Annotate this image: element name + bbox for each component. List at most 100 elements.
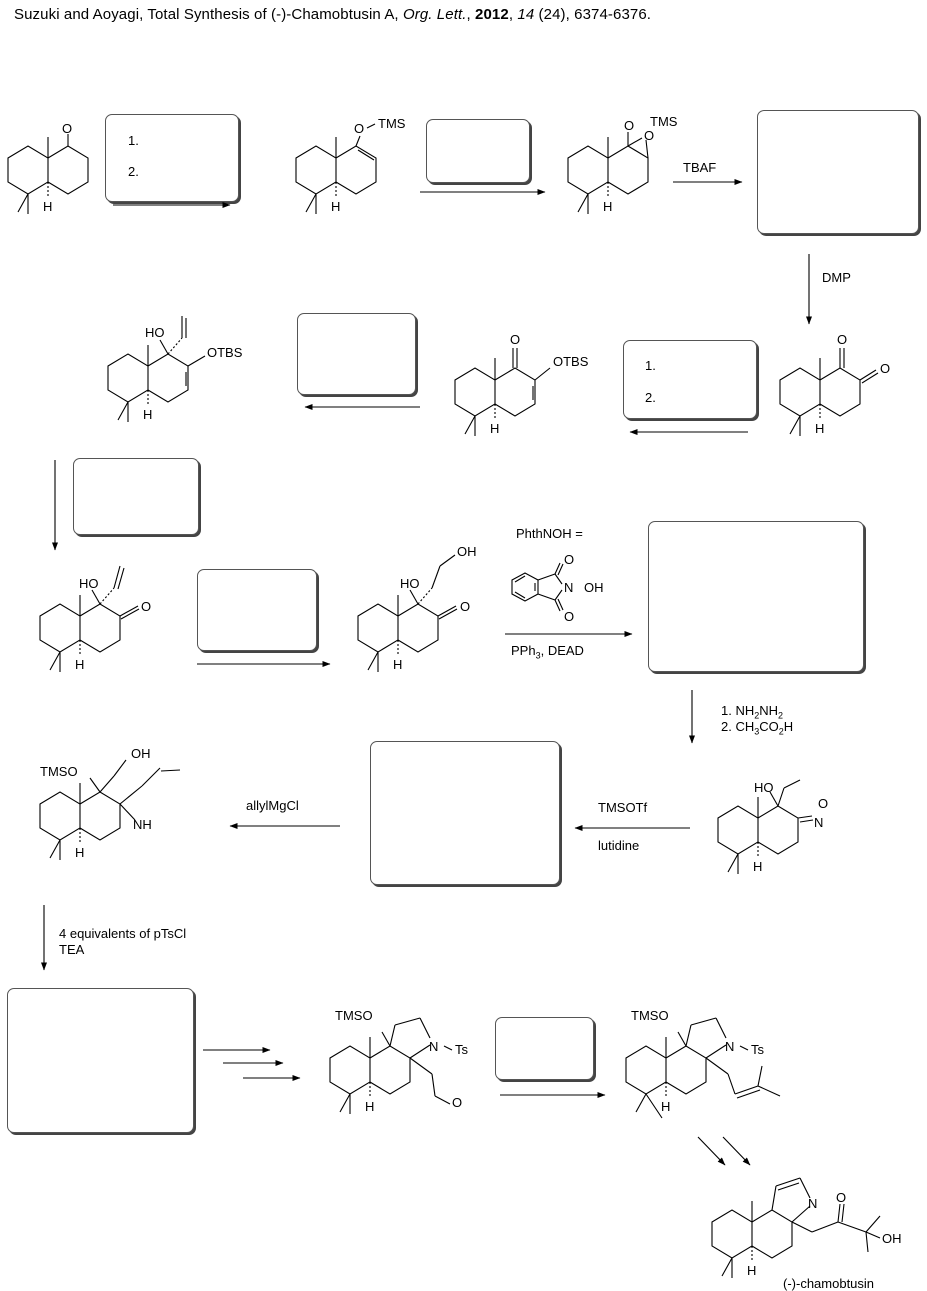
- svg-text:O: O: [452, 1095, 462, 1110]
- structure-7-vinyl-ketone: HO O H: [39, 565, 151, 672]
- answer-box-6[interactable]: [73, 458, 199, 535]
- answer-box-10[interactable]: [7, 988, 194, 1133]
- svg-text:O: O: [354, 121, 364, 136]
- answer-box-8[interactable]: [648, 521, 864, 672]
- structure-6-vinyl-otbs: HO OTBS H: [107, 316, 243, 422]
- svg-text:OH: OH: [584, 580, 604, 595]
- svg-text:H: H: [490, 421, 499, 436]
- svg-text:OH: OH: [457, 544, 477, 559]
- svg-text:Ts: Ts: [751, 1042, 765, 1057]
- svg-text:H: H: [43, 199, 52, 214]
- answer-box-7[interactable]: [197, 569, 317, 651]
- reagent-h: H: [783, 719, 794, 734]
- structure-1-decalone: O H: [7, 121, 89, 214]
- svg-text:H: H: [747, 1263, 756, 1278]
- arrow-16b: [722, 1136, 751, 1166]
- citation-header: Suzuki and Aoyagi, Total Synthesis of (-…: [14, 6, 652, 23]
- structure-8-hydroxyethyl-ketone: HO OH O H: [357, 544, 477, 672]
- svg-text:O: O: [62, 121, 72, 136]
- svg-text:HO: HO: [79, 576, 99, 591]
- svg-text:TMSO: TMSO: [631, 1008, 669, 1023]
- answer-box-5[interactable]: [623, 340, 757, 419]
- svg-text:N: N: [725, 1039, 734, 1054]
- svg-text:HO: HO: [145, 325, 165, 340]
- reagent-dead: , DEAD: [540, 643, 584, 658]
- citation-journal: Org. Lett.: [402, 6, 467, 23]
- svg-text:H: H: [143, 407, 152, 422]
- svg-text:O: O: [460, 599, 470, 614]
- reagent-pph3-sub: 3: [535, 650, 541, 661]
- reagent-acetic-acid: 2. CH3CO2H: [721, 719, 793, 737]
- svg-text:TMS: TMS: [650, 114, 678, 129]
- svg-text:O: O: [141, 599, 151, 614]
- svg-text:O: O: [564, 609, 574, 624]
- svg-text:O: O: [837, 332, 847, 347]
- citation-pages: (24), 6374-6376.: [538, 6, 652, 23]
- answer-box-9[interactable]: [370, 741, 560, 885]
- reaction-arrows: [41, 179, 812, 1166]
- svg-text:O: O: [644, 128, 654, 143]
- structure-3-epoxide: O O TMS H: [567, 114, 678, 214]
- svg-text:O: O: [880, 361, 890, 376]
- reagent-ch: 2. CH: [721, 719, 755, 734]
- reagent-allylmgcl: allylMgCl: [246, 798, 299, 813]
- structure-12-prenyl: TMSO N Ts H: [625, 1008, 781, 1119]
- answer-box-3[interactable]: [757, 110, 919, 234]
- reagent-ptscl: 4 equivalents of pTsCl: [59, 926, 187, 941]
- svg-text:OH: OH: [131, 746, 151, 761]
- svg-text:HO: HO: [400, 576, 420, 591]
- svg-text:NH: NH: [133, 817, 152, 832]
- structure-11-aldehyde: TMSO N Ts O H: [329, 1008, 469, 1114]
- svg-text:H: H: [331, 199, 340, 214]
- citation-authors: Suzuki and Aoyagi, Total Synthesis of (-…: [14, 6, 399, 23]
- box1-step2-label: 2.: [128, 164, 139, 179]
- svg-text:O: O: [510, 332, 520, 347]
- structure-4-diketone: O O H: [779, 332, 890, 436]
- reagent-tbaf: TBAF: [683, 160, 717, 175]
- box1-step1-label: 1.: [128, 133, 139, 148]
- reagent-pph3-dead: PPh3, DEAD: [511, 643, 584, 661]
- svg-text:OH: OH: [882, 1231, 902, 1246]
- svg-text:HO: HO: [754, 780, 774, 795]
- svg-text:N: N: [814, 815, 823, 830]
- answer-box-4[interactable]: [297, 313, 416, 395]
- svg-text:N: N: [808, 1196, 817, 1211]
- structure-9-isoxazoline: HO O N H: [717, 779, 828, 874]
- svg-text:H: H: [365, 1099, 374, 1114]
- box8-step2-label: 2.: [645, 390, 656, 405]
- structure-5-otbs-enone: O OTBS H: [454, 332, 589, 436]
- structure-2-tms-enol-ether: O TMS H: [295, 116, 406, 214]
- reagent-nh2: NH: [759, 703, 779, 718]
- citation-year: 2012: [475, 6, 509, 23]
- svg-text:O: O: [624, 118, 634, 133]
- reagent-hydrazine: 1. NH2NH2: [721, 703, 783, 721]
- svg-text:O: O: [564, 552, 574, 567]
- reagent-tmsotf: TMSOTf: [598, 800, 648, 815]
- answer-box-2[interactable]: [426, 119, 530, 183]
- svg-text:N: N: [564, 580, 573, 595]
- svg-text:O: O: [818, 796, 828, 811]
- answer-box-1[interactable]: [105, 114, 239, 202]
- svg-text:O: O: [836, 1190, 846, 1205]
- box8-step1-label: 1.: [645, 358, 656, 373]
- reagent-co-sub: 2: [778, 726, 784, 737]
- svg-text:H: H: [393, 657, 402, 672]
- svg-text:H: H: [603, 199, 612, 214]
- arrow-16a: [697, 1136, 726, 1166]
- reagent-nh: 1. NH: [721, 703, 755, 718]
- svg-text:H: H: [661, 1099, 670, 1114]
- reagent-nh2-sub: 2: [778, 710, 784, 721]
- svg-text:TMS: TMS: [378, 116, 406, 131]
- reagent-pph3: PPh: [511, 643, 536, 658]
- structure-13-chamobtusin: N O OH H: [711, 1177, 902, 1278]
- product-name-label: (-)-chamobtusin: [783, 1276, 875, 1291]
- svg-text:H: H: [75, 845, 84, 860]
- answer-box-11[interactable]: [495, 1017, 594, 1080]
- svg-text:H: H: [753, 859, 762, 874]
- reagent-co: CO: [759, 719, 779, 734]
- svg-text:OTBS: OTBS: [553, 354, 589, 369]
- citation-volume: 14: [517, 6, 535, 23]
- svg-text:N: N: [429, 1039, 438, 1054]
- svg-text:H: H: [75, 657, 84, 672]
